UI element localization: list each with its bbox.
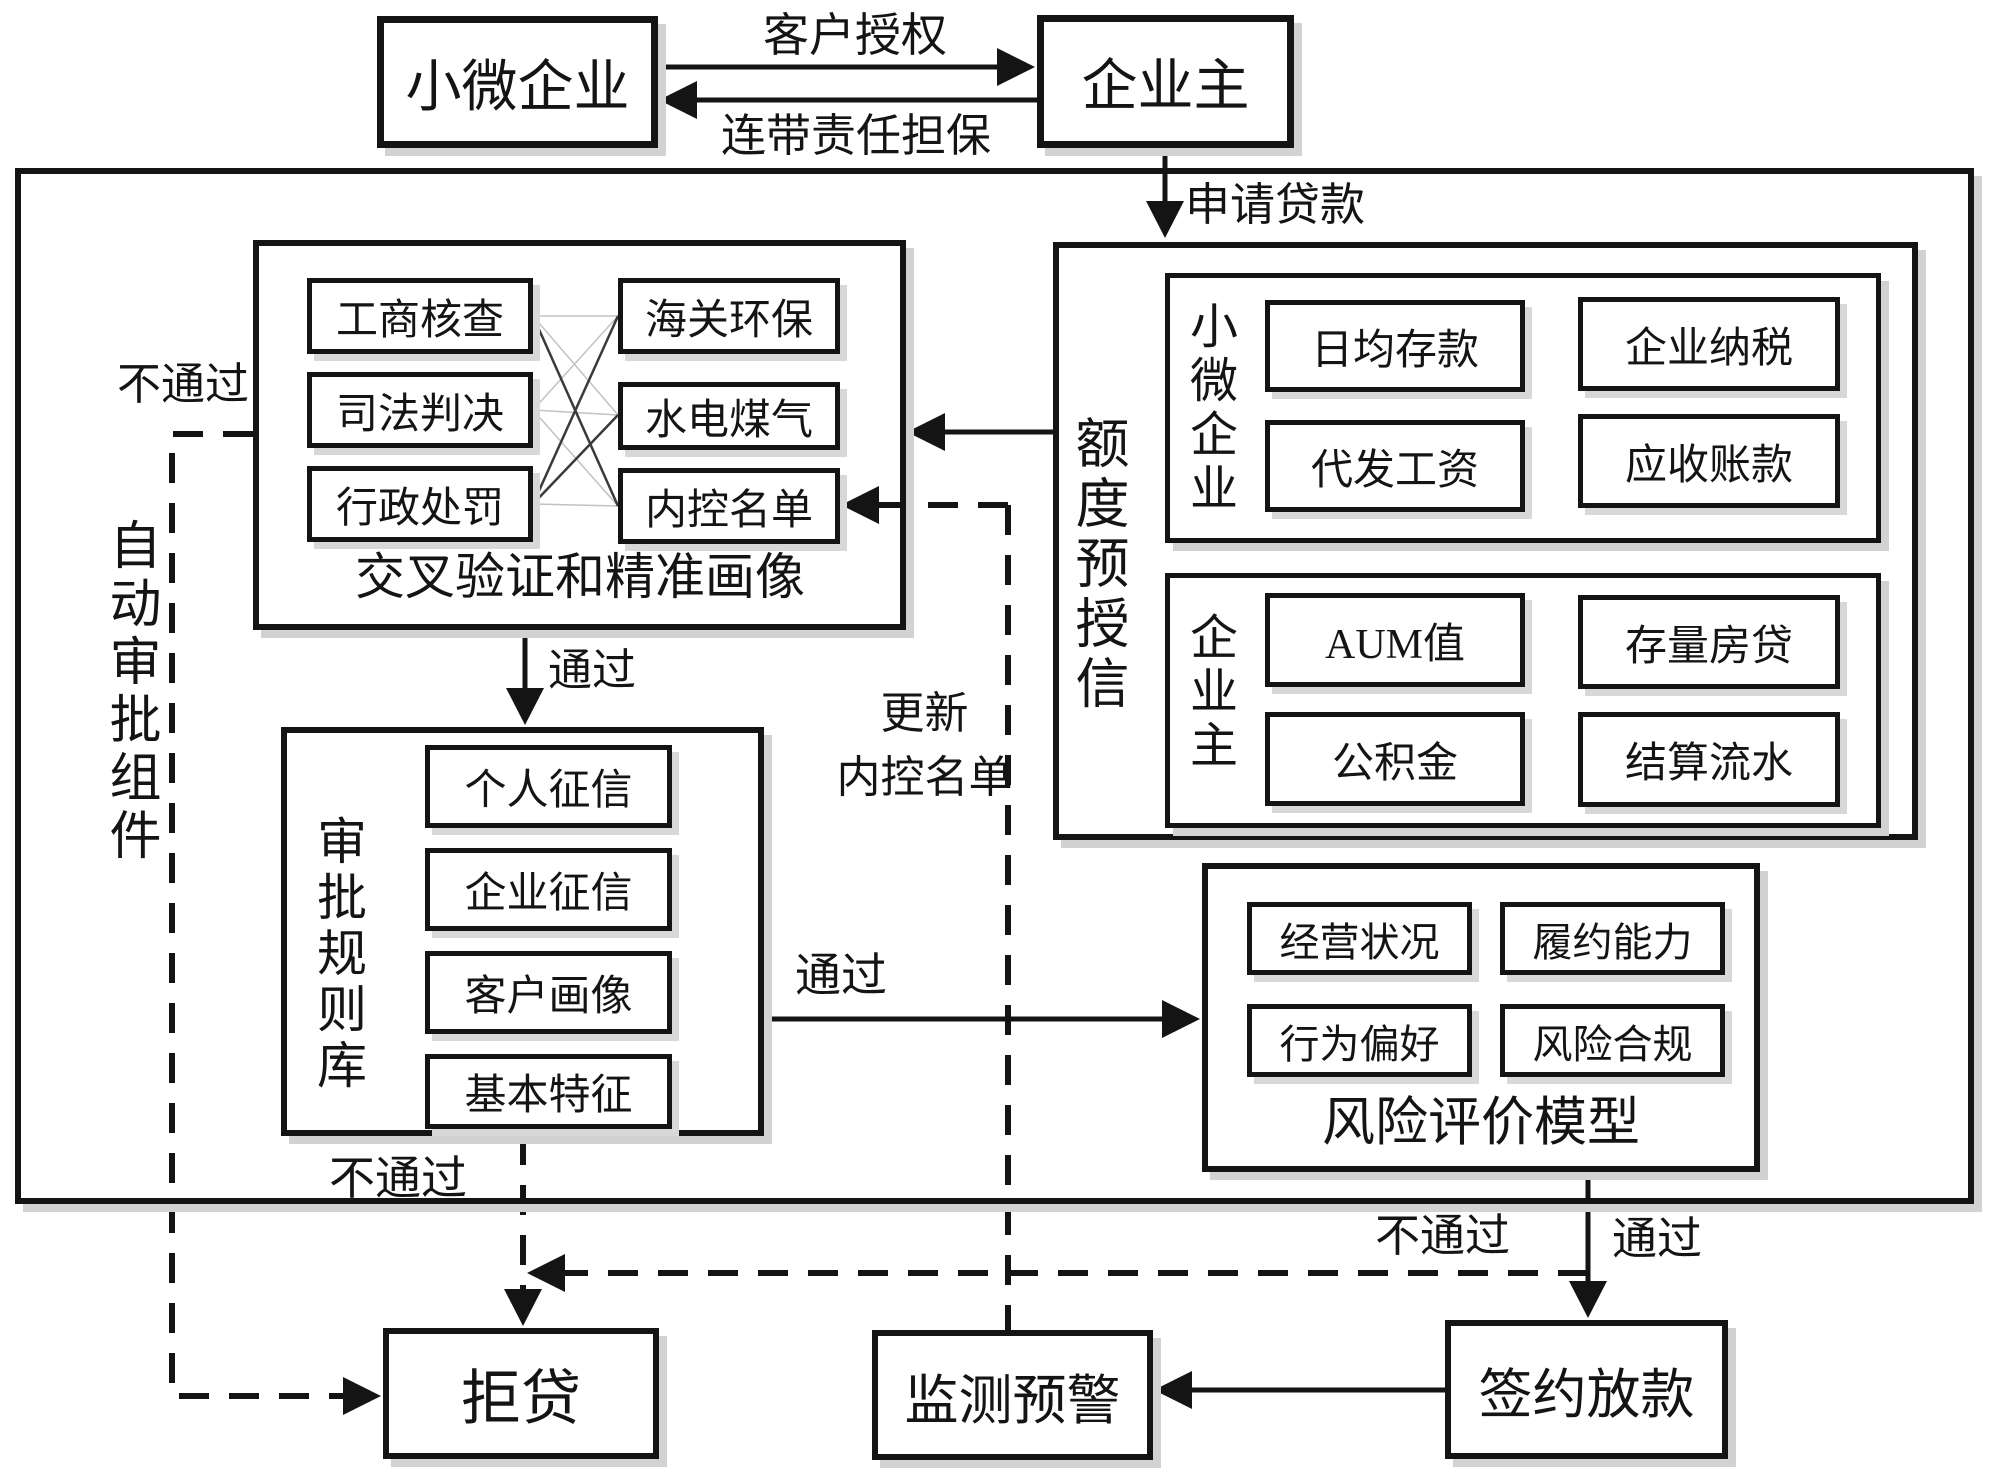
arrowhead-authorize: [997, 48, 1035, 86]
node-performance-capability: 履约能力: [1500, 902, 1725, 975]
arrowhead-credit-to-crossval: [907, 413, 945, 451]
node-settlement-flow: 结算流水: [1578, 712, 1840, 807]
group-approval-rules-label: 审批规则库: [310, 815, 366, 1095]
node-internal-control-list: 内控名单: [618, 468, 840, 544]
edge-label-apply-loan: 申请贷款: [1185, 180, 1366, 230]
node-monitor-warning-label: 监测预警: [904, 1370, 1121, 1431]
node-sign-disburse-label: 签约放款: [1478, 1365, 1695, 1425]
arrowhead-fail-into-reject-top: [504, 1289, 542, 1326]
node-aum-value: AUM值: [1265, 593, 1525, 687]
dashed-crossval-fail-path: [169, 431, 343, 1399]
edge-label-customer-authorization: 客户授权: [763, 10, 947, 61]
frame-auto-approval-component: [15, 168, 1974, 1204]
node-monitor-warning: 监测预警: [872, 1330, 1153, 1460]
arrowhead-risk-fail-junction: [527, 1254, 565, 1292]
group-cross-validation-caption: 交叉验证和精准画像: [355, 549, 805, 605]
group-credit-preauthorization-label: 额度预授信: [1067, 415, 1127, 715]
node-accounts-receivable: 应收账款: [1578, 414, 1840, 508]
arrowhead-apply: [1146, 201, 1184, 238]
node-administrative-penalty: 行政处罚: [307, 466, 533, 542]
node-customs-environment: 海关环保: [618, 278, 840, 354]
node-customer-profile: 客户画像: [425, 951, 672, 1034]
edge-label-crossval-fail: 不通过: [117, 360, 249, 409]
node-avg-daily-deposit: 日均存款: [1265, 300, 1525, 392]
edge-label-rules-fail: 不通过: [329, 1153, 467, 1204]
node-existing-mortgage: 存量房贷: [1578, 595, 1840, 689]
node-reject-loan: 拒贷: [383, 1328, 659, 1459]
node-enterprise-tax: 企业纳税: [1578, 297, 1840, 391]
node-behavior-preference: 行为偏好: [1247, 1004, 1472, 1077]
node-sign-disburse: 签约放款: [1445, 1320, 1728, 1459]
subgroup-sme-metrics: [1165, 273, 1881, 543]
edge-label-risk-pass: 通过: [1612, 1214, 1703, 1264]
edge-label-update-line1: 更新: [880, 689, 969, 738]
group-approval-rules: [281, 727, 764, 1136]
arrowhead-fail-into-reject-left: [343, 1377, 381, 1415]
solid-connectors: [522, 64, 1591, 1393]
node-basic-features: 基本特征: [425, 1054, 672, 1129]
subgroup-owner-metrics: [1165, 573, 1881, 828]
arrowhead-crossval-pass: [506, 688, 544, 725]
subgroup-sme-metrics-label: 小微企业: [1182, 301, 1235, 517]
edge-label-rules-pass: 通过: [795, 950, 887, 1001]
node-housing-fund: 公积金: [1265, 712, 1525, 806]
arrowheads: [343, 48, 1607, 1415]
edge-label-crossval-pass: 通过: [548, 646, 636, 695]
crossval-dark-links: [531, 315, 620, 507]
edge-label-risk-fail: 不通过: [1374, 1211, 1510, 1261]
node-reject-loan-label: 拒贷: [461, 1366, 581, 1432]
arrowhead-rules-pass: [1162, 1000, 1200, 1038]
group-risk-evaluation-caption: 风险评价模型: [1322, 1094, 1640, 1152]
group-risk-evaluation: [1202, 863, 1760, 1172]
node-risk-compliance: 风险合规: [1500, 1004, 1725, 1077]
node-small-micro-enterprise: 小微企业: [377, 16, 658, 148]
edge-label-joint-liability-guarantee: 连带责任担保: [720, 111, 991, 161]
node-judicial-judgment: 司法判决: [307, 372, 533, 448]
node-operating-status: 经营状况: [1247, 902, 1472, 975]
node-enterprise-owner: 企业主: [1037, 15, 1294, 148]
node-small-micro-enterprise-label: 小微企业: [405, 56, 630, 119]
group-credit-preauthorization: [1053, 242, 1918, 840]
edge-label-update-line2: 内控名单: [836, 752, 1013, 802]
arrowhead-sign-to-monitor: [1154, 1371, 1192, 1409]
arrowhead-risk-pass: [1569, 1281, 1607, 1318]
arrowhead-guarantee: [659, 81, 697, 119]
node-utilities: 水电煤气: [618, 382, 840, 450]
subgroup-owner-metrics-label: 企业主: [1182, 612, 1235, 774]
node-enterprise-credit: 企业征信: [425, 848, 672, 931]
node-personal-credit: 个人征信: [425, 745, 672, 828]
arrowhead-update-list: [841, 486, 879, 524]
edge-label-update-internal-list: 更新 内控名单: [832, 682, 1017, 810]
frame-auto-approval-label: 自动审批组件: [101, 518, 158, 866]
node-business-registration-check: 工商核查: [307, 278, 533, 354]
node-payroll-agency: 代发工资: [1265, 420, 1525, 512]
group-cross-validation: [253, 240, 906, 630]
node-enterprise-owner-label: 企业主: [1081, 56, 1250, 118]
